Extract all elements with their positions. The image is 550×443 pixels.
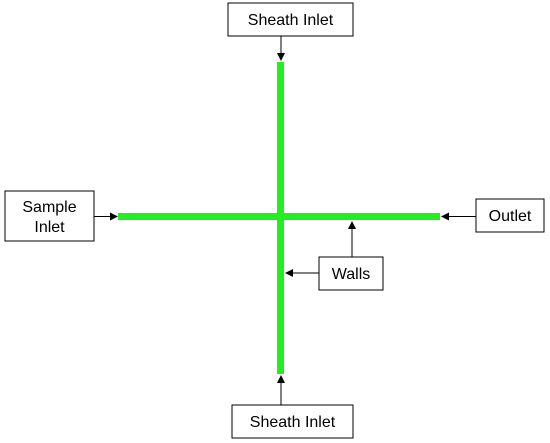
sheath-inlet-bottom-box: Sheath Inlet: [231, 404, 354, 439]
sheath-inlet-bottom-label: Sheath Inlet: [250, 414, 336, 431]
outlet-box: Outlet: [475, 198, 545, 233]
sample-inlet-label-line1: Sample: [22, 199, 76, 216]
outlet-label: Outlet: [489, 208, 532, 225]
horizontal-channel: [118, 213, 440, 220]
channels: [118, 62, 440, 374]
sample-inlet-box: Sample Inlet: [4, 190, 95, 242]
walls-label: Walls: [332, 266, 371, 283]
sample-inlet-label-line2: Inlet: [34, 219, 65, 236]
sheath-inlet-top-box: Sheath Inlet: [227, 2, 354, 37]
sheath-inlet-top-label: Sheath Inlet: [248, 12, 334, 29]
walls-box: Walls: [318, 256, 384, 291]
